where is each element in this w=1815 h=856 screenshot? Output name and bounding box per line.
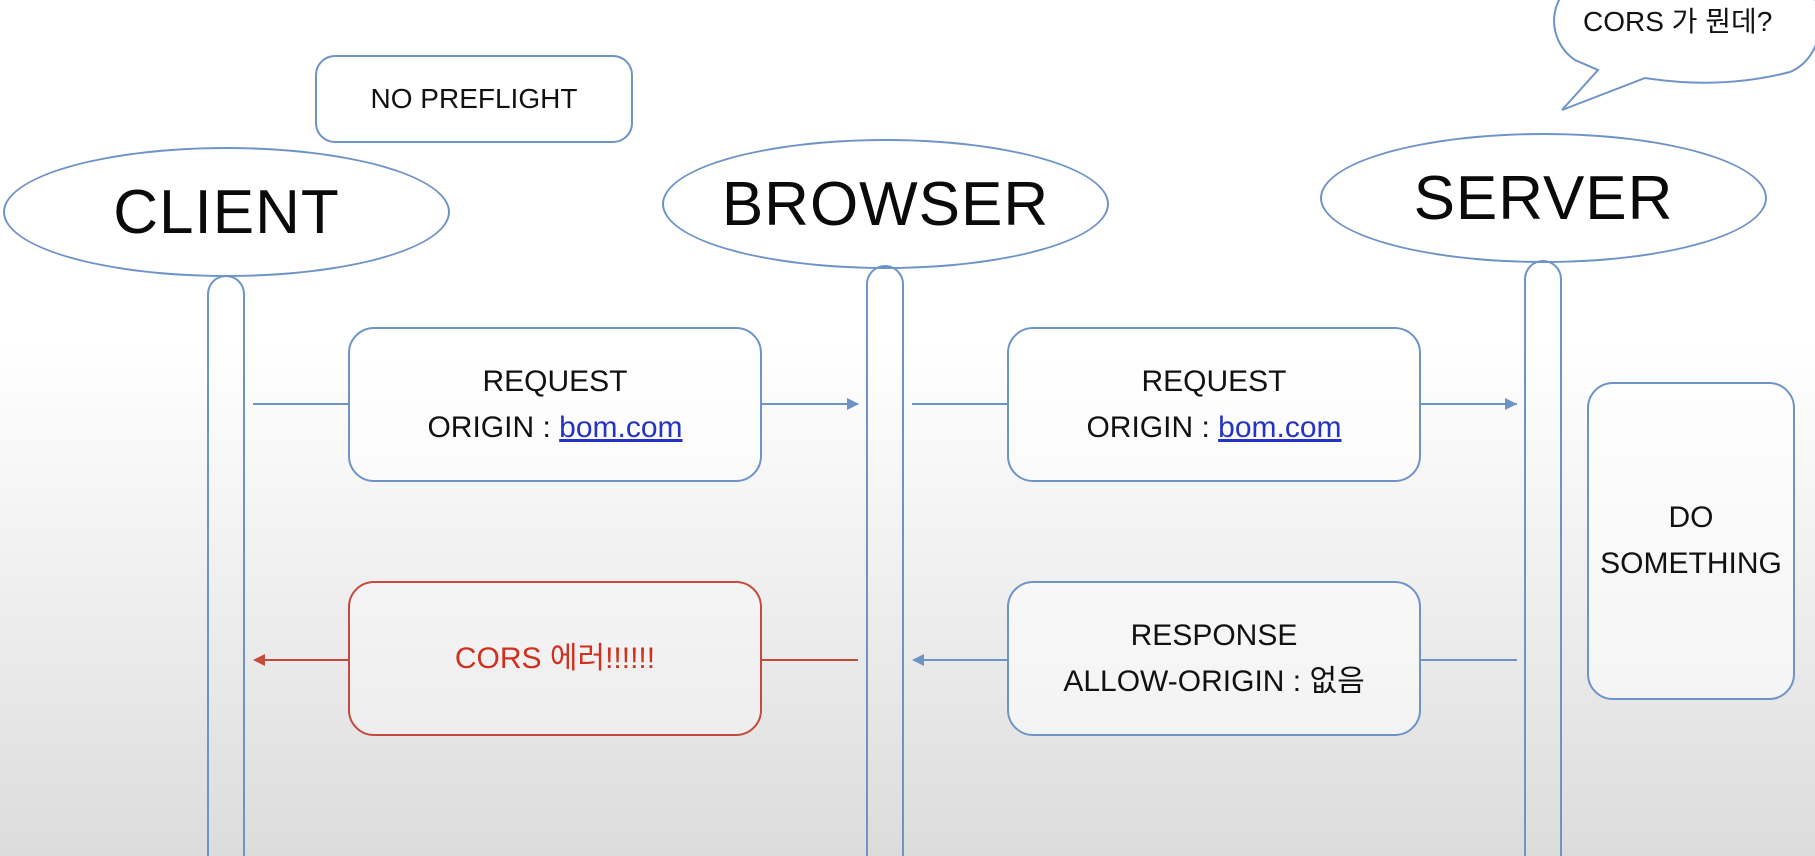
request-2-arrowhead: [1505, 398, 1517, 410]
request-browser-to-server: REQUEST ORIGIN : bom.com: [1007, 327, 1421, 482]
no-preflight-label: NO PREFLIGHT: [315, 55, 633, 143]
cors-error-text: CORS 에러!!!!!!: [454, 641, 656, 675]
error-line-right: [762, 659, 858, 661]
server-actor: SERVER: [1320, 133, 1767, 263]
cors-error-box: CORS 에러!!!!!!: [348, 581, 762, 736]
server-action-box: DO SOMETHING: [1587, 382, 1795, 700]
request-2-origin-prefix: ORIGIN :: [1086, 410, 1210, 444]
request-1-arrowhead: [847, 398, 859, 410]
response-server-to-browser: RESPONSE ALLOW-ORIGIN : 없음: [1007, 581, 1421, 736]
speech-bubble-text: CORS 가 뭔데?: [1583, 6, 1773, 37]
request-client-to-browser: REQUEST ORIGIN : bom.com: [348, 327, 762, 482]
response-arrowhead: [912, 654, 924, 666]
server-action-line2: SOMETHING: [1600, 547, 1782, 580]
error-line-left: [265, 659, 349, 661]
request-1-line-right: [762, 403, 858, 405]
client-lifeline: [207, 275, 245, 856]
error-arrowhead: [253, 654, 265, 666]
request-2-line-right: [1421, 403, 1517, 405]
response-line-left: [924, 659, 1008, 661]
request-1-origin-prefix: ORIGIN :: [427, 410, 551, 444]
response-allow-origin: ALLOW-ORIGIN : 없음: [1063, 664, 1365, 698]
request-2-line-left: [912, 403, 1008, 405]
server-label: SERVER: [1413, 163, 1674, 233]
request-1-origin-link[interactable]: bom.com: [559, 410, 683, 444]
client-actor: CLIENT: [3, 147, 450, 277]
no-preflight-text: NO PREFLIGHT: [370, 83, 578, 114]
client-label: CLIENT: [113, 177, 340, 247]
browser-lifeline: [866, 265, 904, 856]
request-2-origin-link[interactable]: bom.com: [1218, 410, 1342, 444]
request-2-title: REQUEST: [1141, 364, 1287, 398]
server-lifeline: [1524, 260, 1562, 856]
response-line-right: [1421, 659, 1517, 661]
request-1-title: REQUEST: [482, 364, 628, 398]
request-1-origin: ORIGIN : bom.com: [427, 405, 682, 451]
request-2-origin: ORIGIN : bom.com: [1086, 405, 1341, 451]
response-title: RESPONSE: [1130, 618, 1298, 652]
request-1-line-left: [253, 403, 349, 405]
browser-label: BROWSER: [721, 169, 1050, 239]
browser-actor: BROWSER: [662, 139, 1109, 269]
server-action-line1: DO: [1668, 501, 1714, 534]
